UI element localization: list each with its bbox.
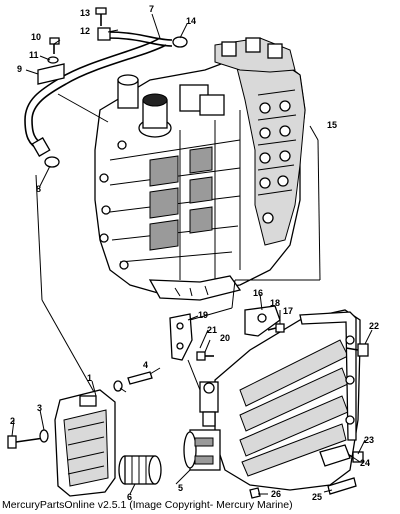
callout-3: 3 (37, 403, 42, 413)
callout-labels: 1 2 3 4 5 6 7 8 9 10 11 12 13 14 15 16 1… (10, 4, 379, 502)
callout-7: 7 (149, 4, 154, 14)
callout-24: 24 (360, 458, 370, 468)
callout-26: 26 (271, 489, 281, 499)
callout-12: 12 (80, 26, 90, 36)
callout-20: 20 (220, 333, 230, 343)
engine-block (94, 37, 306, 301)
callout-2: 2 (10, 416, 15, 426)
intake-manifold (169, 305, 361, 491)
callout-16: 16 (253, 288, 263, 298)
callout-18: 18 (270, 298, 280, 308)
air-intake-box (54, 389, 116, 497)
callout-1: 1 (87, 373, 92, 383)
callout-25: 25 (312, 492, 322, 502)
callout-10: 10 (31, 32, 41, 42)
callout-14: 14 (186, 16, 196, 26)
callout-13: 13 (80, 8, 90, 18)
leader-lines (11, 13, 373, 495)
callout-23: 23 (364, 435, 374, 445)
callout-17: 17 (283, 306, 293, 316)
callout-21: 21 (207, 325, 217, 335)
hose-7 (24, 27, 188, 157)
callout-9: 9 (17, 64, 22, 74)
callout-6: 6 (127, 492, 132, 502)
callout-19: 19 (198, 310, 208, 320)
small-parts-left (37, 7, 107, 168)
callout-8: 8 (36, 184, 41, 194)
callout-15: 15 (327, 120, 337, 130)
copyright-caption: MercuryPartsOnline v2.5.1 (Image Copyrig… (2, 499, 293, 511)
intake-boot-6 (118, 455, 162, 485)
callout-5: 5 (178, 483, 183, 493)
callout-11: 11 (29, 50, 39, 60)
callout-4: 4 (143, 360, 148, 370)
callout-22: 22 (369, 321, 379, 331)
